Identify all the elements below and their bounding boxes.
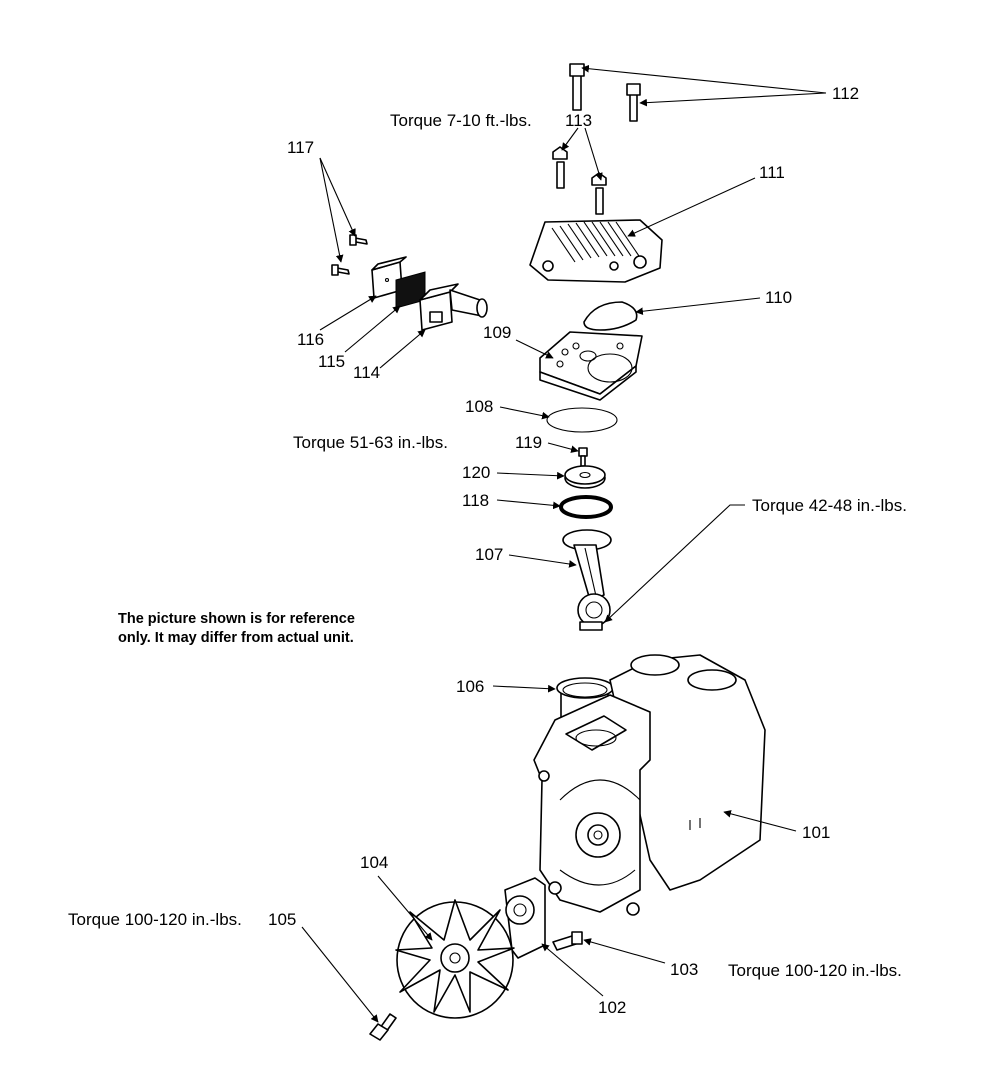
part-109-valve-plate (539, 331, 643, 401)
label-116: 116 (297, 330, 324, 349)
part-117-screws (331, 234, 368, 276)
label-115: 115 (318, 352, 345, 371)
label-109: 109 (483, 323, 511, 342)
part-103-bolt (552, 931, 583, 951)
part-110-gasket (583, 301, 638, 331)
label-120: 120 (462, 463, 490, 482)
label-111: 111 (759, 163, 785, 182)
part-118-ring (559, 495, 613, 519)
label-102: 102 (598, 998, 626, 1017)
part-112-bolts (569, 63, 641, 122)
part-107-connecting-rod (562, 529, 612, 631)
disclaimer-note: The picture shown is for reference only.… (118, 611, 355, 646)
torque-note-103: Torque 100-120 in.-lbs. (728, 961, 902, 980)
part-105-bolt (369, 1013, 397, 1041)
label-107: 107 (475, 545, 503, 564)
label-118: 118 (462, 491, 489, 510)
part-119-screw (578, 447, 588, 467)
part-113-bolts (552, 146, 607, 215)
part-labels: 112 113 111 110 109 108 119 120 118 107 … (268, 84, 859, 1017)
label-113: 113 (565, 111, 592, 130)
label-104: 104 (360, 853, 388, 872)
part-114-filter-housing (419, 283, 488, 331)
leader-lines (301, 64, 827, 1023)
part-104-fan (395, 899, 515, 1019)
label-105: 105 (268, 910, 296, 929)
label-112: 112 (832, 84, 859, 103)
label-110: 110 (765, 288, 792, 307)
label-119: 119 (515, 433, 542, 452)
torque-note-119: Torque 51-63 in.-lbs. (293, 433, 448, 452)
part-120-retainer (564, 465, 606, 489)
label-114: 114 (353, 363, 380, 382)
torque-note-105: Torque 100-120 in.-lbs. (68, 910, 242, 929)
label-117: 117 (287, 138, 314, 157)
torque-notes: Torque 7-10 ft.-lbs. Torque 51-63 in.-lb… (68, 111, 907, 980)
torque-note-113: Torque 7-10 ft.-lbs. (390, 111, 532, 130)
label-103: 103 (670, 960, 698, 979)
part-108-o-ring (546, 407, 618, 433)
label-101: 101 (802, 823, 830, 842)
label-108: 108 (465, 397, 493, 416)
part-101-motor-crankcase (533, 654, 766, 916)
torque-note-107: Torque 42-48 in.-lbs. (752, 496, 907, 515)
label-106: 106 (456, 677, 484, 696)
